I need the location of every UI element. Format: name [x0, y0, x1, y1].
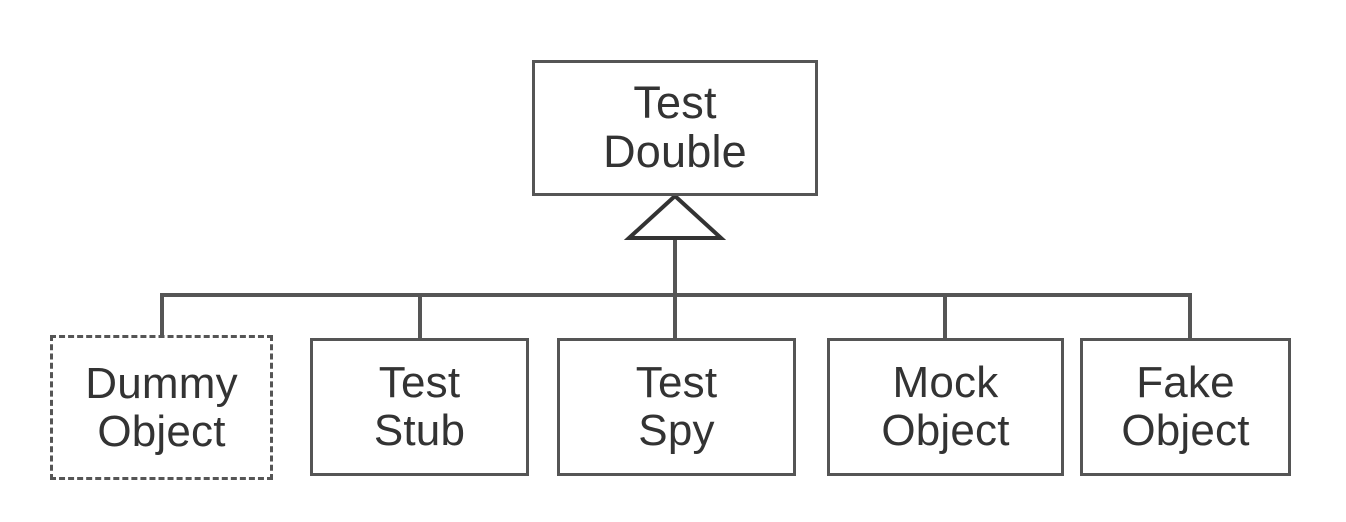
- node-test-spy-line1: Test: [635, 358, 718, 408]
- node-mock-object[interactable]: Mock Object: [827, 338, 1064, 476]
- node-test-stub[interactable]: Test Stub: [310, 338, 529, 476]
- node-fake-object-line1: Fake: [1136, 358, 1235, 408]
- node-test-stub-line1: Test: [378, 358, 461, 408]
- node-test-double[interactable]: Test Double: [532, 60, 818, 196]
- node-mock-object-line1: Mock: [892, 358, 999, 408]
- node-dummy-object-line1: Dummy: [85, 358, 238, 408]
- node-test-double-line1: Test: [633, 77, 717, 129]
- node-dummy-object-line2: Object: [97, 406, 226, 456]
- node-test-double-line2: Double: [603, 126, 747, 177]
- node-test-spy-line2: Spy: [638, 406, 715, 455]
- node-fake-object-line2: Object: [1121, 406, 1250, 455]
- node-test-stub-line2: Stub: [373, 406, 466, 455]
- node-mock-object-line2: Object: [881, 406, 1010, 455]
- node-fake-object[interactable]: Fake Object: [1080, 338, 1291, 476]
- node-dummy-object[interactable]: Dummy Object: [50, 335, 273, 480]
- generalization-arrowhead-icon: [623, 193, 727, 240]
- node-test-spy[interactable]: Test Spy: [557, 338, 796, 476]
